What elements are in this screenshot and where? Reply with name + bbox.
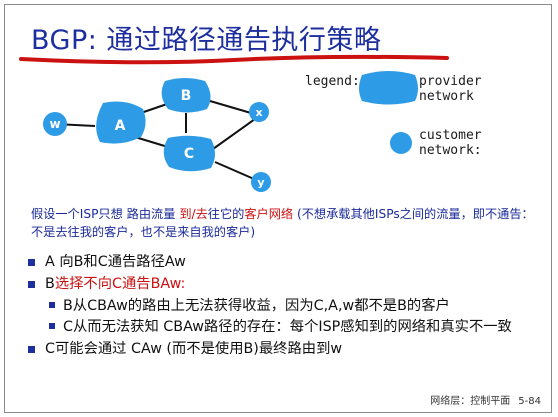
customer-y-circle	[251, 172, 271, 192]
node-w-label: w	[49, 117, 60, 131]
legend-label: legend:	[305, 74, 360, 89]
bullet-item-2-lead: B	[45, 276, 55, 292]
link-c-y	[214, 161, 255, 180]
legend-provider-line1: provider	[419, 74, 482, 89]
network-a-cloud	[96, 101, 146, 144]
sub-bullet-item-1-text: B从CBAw的路由上无法获得收益，因为C,A,w都不是B的客户	[63, 298, 450, 314]
node-a-label: A	[115, 118, 126, 134]
page-number: 5-84	[518, 396, 541, 407]
bullet-item-1: A 向B和C通告路径Aw	[25, 253, 535, 272]
node-c-label: C	[184, 146, 194, 162]
node-x-label: x	[255, 106, 262, 119]
assumption-part-4: 客户网络	[244, 207, 294, 221]
link-b-x	[209, 100, 252, 114]
footer-section: 网络层：控制平面	[430, 396, 511, 407]
sub-bullet-item-2-text: C从而无法获知 CBAw路径的存在：每个ISP感知到的网络和真实不一致	[63, 319, 512, 335]
legend-customer-line2: network:	[419, 143, 482, 158]
customer-network-swatch	[390, 132, 412, 154]
assumption-part-1: 假设一个ISP只想 路由流量	[31, 207, 180, 221]
sub-bullet-list: B从CBAw的路由上无法获得收益，因为C,A,w都不是B的客户 C从而无法获知 …	[45, 297, 535, 336]
network-c-cloud	[163, 135, 215, 172]
bullet-item-2-emphasis: 选择不向C通告BAw:	[54, 276, 186, 292]
customer-w-circle	[43, 112, 67, 136]
node-y-label: y	[257, 176, 264, 189]
legend-provider-line2: network	[419, 89, 474, 104]
assumption-text: 假设一个ISP只想 路由流量 到/去往它的客户网络 (不想承载其他ISPs之间的…	[31, 205, 541, 241]
assumption-part-3: 往它的	[207, 207, 245, 221]
sub-bullet-item-2: C从而无法获知 CBAw路径的存在：每个ISP感知到的网络和真实不一致	[45, 318, 535, 336]
provider-network-swatch	[359, 71, 418, 105]
assumption-part-2: 到/去	[179, 207, 208, 221]
link-c-x	[212, 118, 256, 150]
bullet-item-3-text: C可能会通过 CAw (而不是使用B)最终路由到w	[45, 341, 343, 357]
slide-title: BGP: 通过路径通告执行策略	[31, 25, 382, 56]
legend-customer-line1: customer	[419, 128, 482, 143]
bullet-list: A 向B和C通告路径Aw B选择不向C通告BAw: B从CBAw的路由上无法获得…	[25, 253, 535, 362]
slide: BGP: 通过路径通告执行策略 w A B C x y legend:	[4, 4, 552, 413]
bullet-item-1-text: A 向B和C通告路径Aw	[45, 254, 186, 270]
node-b-label: B	[181, 88, 192, 104]
network-b-cloud	[161, 78, 211, 113]
assumption-part-5: (不想承载其他ISPs之间的流量，即不通告：不是去往我的客户，也不是来自我的客户…	[31, 207, 534, 239]
slide-footer: 网络层：控制平面 5-84	[430, 392, 541, 407]
title-underline	[19, 54, 449, 65]
customer-x-circle	[249, 102, 269, 122]
network-diagram: w A B C x y legend: provider network cus…	[43, 71, 482, 192]
link-a-c	[134, 136, 169, 148]
sub-bullet-item-1: B从CBAw的路由上无法获得收益，因为C,A,w都不是B的客户	[45, 297, 535, 315]
bullet-item-3: C可能会通过 CAw (而不是使用B)最终路由到w	[25, 340, 535, 359]
bullet-item-2: B选择不向C通告BAw: B从CBAw的路由上无法获得收益，因为C,A,w都不是…	[25, 275, 535, 336]
